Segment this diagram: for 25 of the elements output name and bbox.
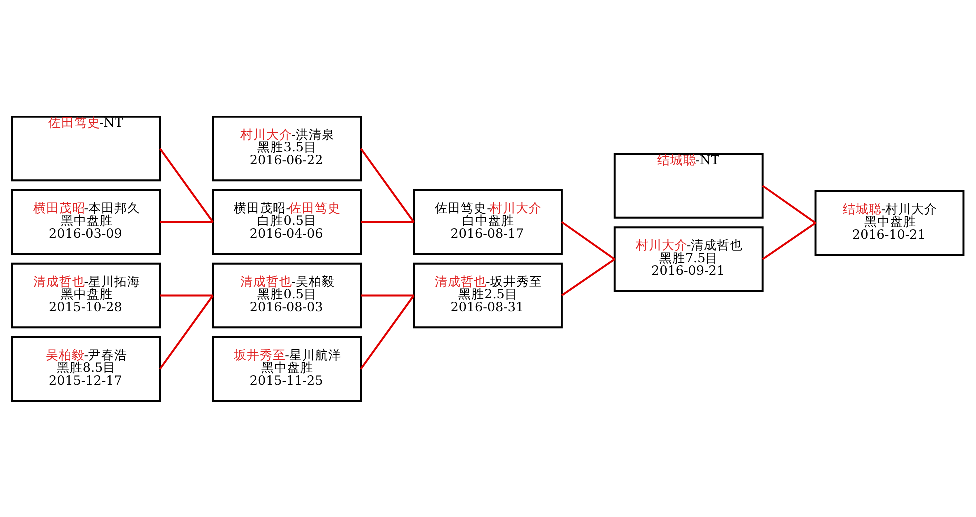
node-box: 吴柏毅-尹春浩 黑胜8.5目 2015-12-17 [11,336,162,402]
connector [159,148,214,222]
node-box: 坂井秀至-星川航洋 黑中盘胜 2015-11-25 [212,336,362,402]
connector [561,220,616,260]
node-box: 村川大介-清成哲也 黑胜7.5目 2016-09-21 [614,226,764,292]
node-box: 佐田笃史-村川大介 白中盘胜 2016-08-17 [413,188,563,255]
connector [762,184,816,224]
node-box: 横田茂昭-佐田笃史 白胜0.5目 2016-04-06 [212,188,362,255]
node-box: 结城聪-村川大介 黑中盘胜 2016-10-21 [814,190,965,256]
connector [360,294,415,370]
connector [360,148,415,222]
node-box: 清成哲也-吴柏毅 黑胜0.5目 2016-08-03 [212,262,362,328]
node-box: 结城聪-NT [614,152,764,218]
connector [762,222,816,260]
node-box: 清成哲也-星川拓海 黑中盘胜 2015-10-28 [11,262,162,328]
connector [160,220,214,223]
connector [361,220,414,223]
node-box: 清成哲也-坂井秀至 黑胜2.5目 2016-08-31 [413,262,563,328]
connector [361,294,414,296]
connector [160,294,214,296]
node-box: 村川大介-洪清泉 黑胜3.5目 2016-06-22 [212,115,362,182]
node-box: 佐田笃史-NT [11,115,162,182]
connector [159,294,214,370]
connector [561,258,616,296]
node-box: 横田茂昭-本田邦久 黑中盘胜 2016-03-09 [11,188,162,255]
